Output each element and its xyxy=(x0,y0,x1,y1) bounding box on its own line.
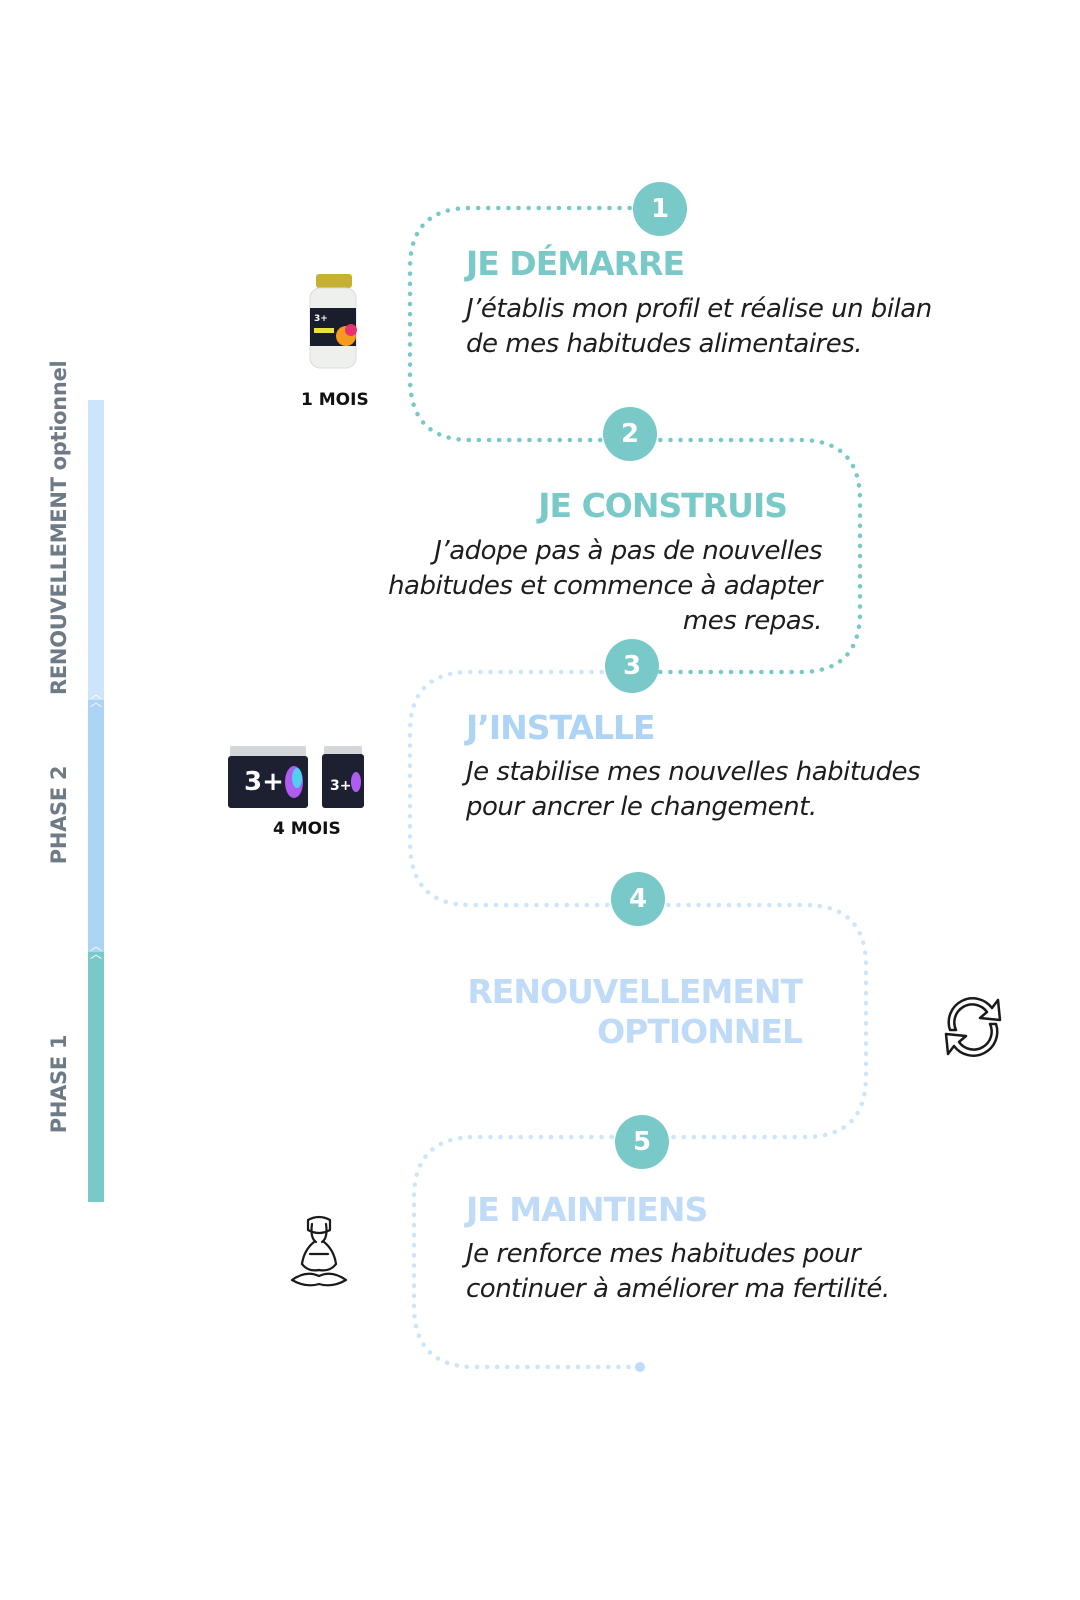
chevron-up-icon: ︿︿ xyxy=(90,939,103,961)
step-desc-1: J’établis mon profil et réalise un bilan… xyxy=(466,294,932,359)
jar-icon: 3+ 3+ xyxy=(228,746,364,808)
meditating-person-icon xyxy=(290,1215,348,1287)
phase-bar-renewal xyxy=(88,400,104,700)
duration-label-2: 4 MOIS xyxy=(273,819,341,839)
step-desc-3: Je stabilise mes nouvelles habitudes pou… xyxy=(466,757,921,822)
path-segment-5 xyxy=(411,1134,645,1370)
step-title-5: JE MAINTIENS xyxy=(466,1190,708,1229)
step-title-4: RENOUVELLEMENT OPTIONNEL xyxy=(467,972,803,1051)
chevron-up-icon: ︿︿ xyxy=(90,687,103,709)
refresh-icon xyxy=(944,997,1002,1057)
step-badge-3: 3 xyxy=(605,639,659,693)
path-segment-2 xyxy=(627,437,863,675)
step-badge-2: 2 xyxy=(603,407,657,461)
phase-label-phase2: PHASE 2 xyxy=(47,765,71,865)
step-title-3: J’INSTALLE xyxy=(466,708,656,747)
phase-label-renewal: RENOUVELLEMENT optionnel xyxy=(47,360,71,695)
step-badge-1: 1 xyxy=(633,182,687,236)
phase-label-phase1: PHASE 1 xyxy=(47,1034,71,1134)
path-segment-3 xyxy=(407,669,641,908)
phase-bar-phase2 xyxy=(88,700,104,952)
step-desc-2: J’adope pas à pas de nouvelles habitudes… xyxy=(388,536,822,636)
step-desc-5: Je renforce mes habitudes pour continuer… xyxy=(466,1239,890,1304)
jar-logo-small: 3+ xyxy=(330,778,351,794)
path-segment-1 xyxy=(407,205,663,443)
step-badge-4: 4 xyxy=(611,872,665,926)
jar-logo: 3+ xyxy=(244,767,284,797)
duration-label-1: 1 MOIS xyxy=(301,390,369,410)
step-title-1: JE DÉMARRE xyxy=(466,244,685,283)
bottle-logo: 3+ xyxy=(314,314,328,324)
bottle-icon: 3+ xyxy=(309,274,357,369)
phase-bar-phase1 xyxy=(88,952,104,1202)
path-end-dot xyxy=(635,1362,645,1372)
step-title-2: JE CONSTRUIS xyxy=(538,486,788,525)
step-badge-5: 5 xyxy=(615,1115,669,1169)
